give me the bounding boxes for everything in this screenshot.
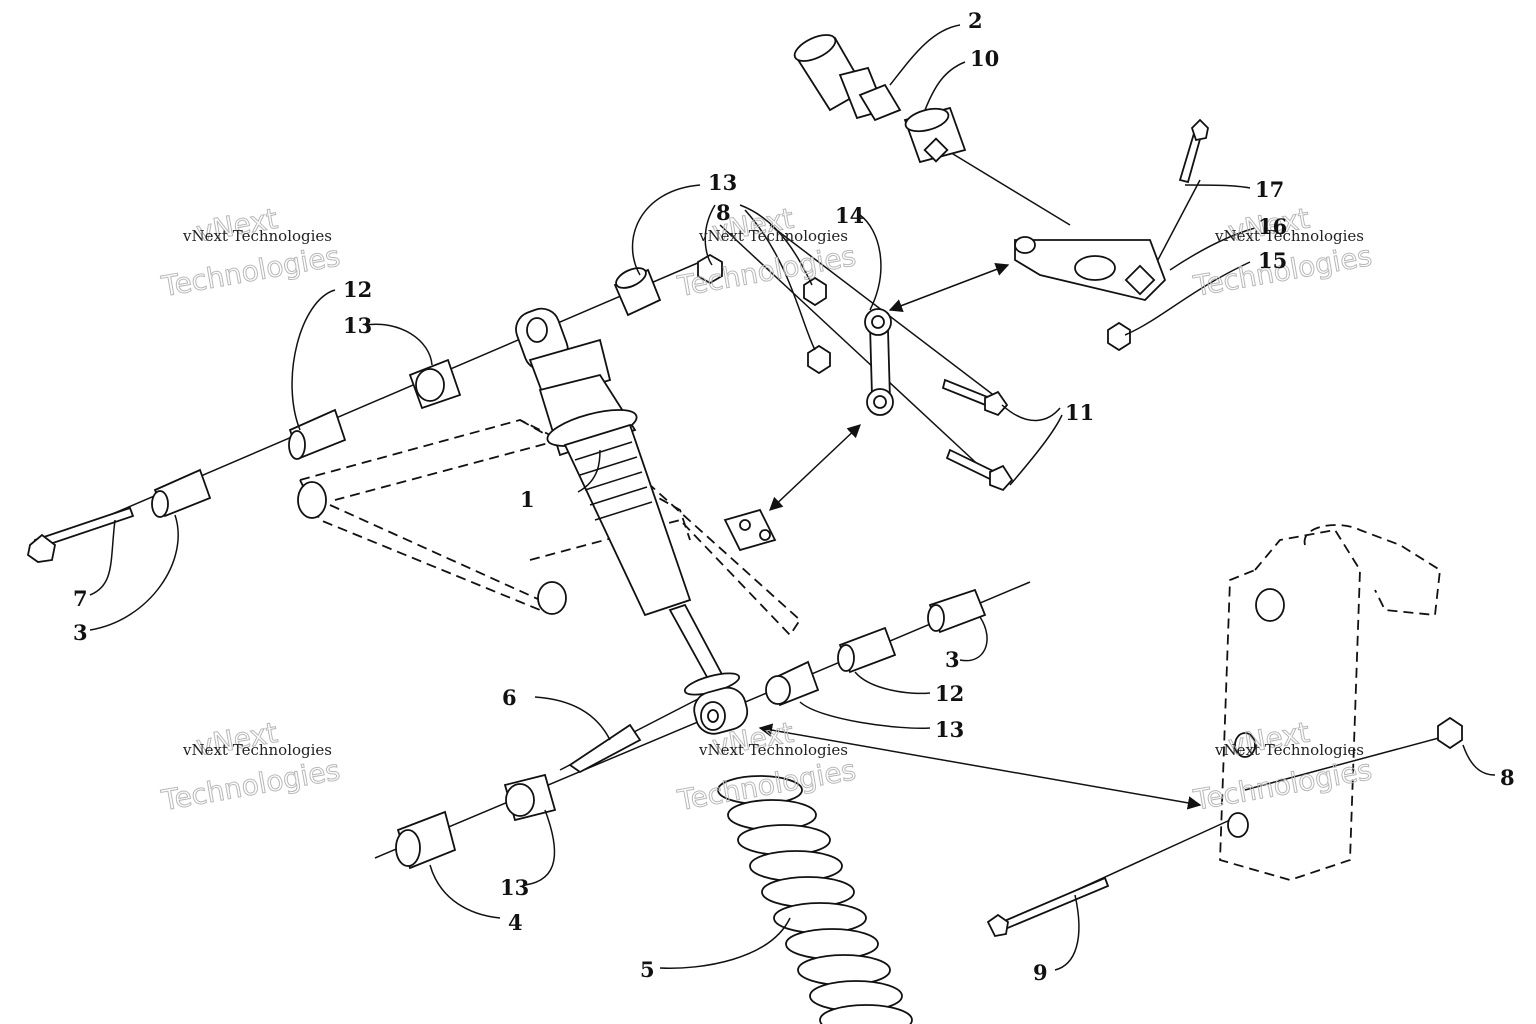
- arrows: [758, 263, 1202, 810]
- label-11: 11: [1065, 400, 1094, 425]
- label-2: 2: [968, 8, 983, 33]
- rocker-arm: [1014, 236, 1167, 301]
- label-15: 15: [1258, 248, 1287, 273]
- label-4: 4: [508, 910, 523, 935]
- svg-text:vNext Technologies: vNext Technologies: [698, 227, 848, 245]
- frame-bracket-phantom: [1219, 524, 1441, 881]
- swing-arm-phantom: [297, 419, 802, 637]
- label-8-right: 8: [1500, 765, 1515, 790]
- nuts: [697, 253, 1463, 750]
- label-13-left: 13: [343, 313, 372, 338]
- shock-absorber: [515, 307, 749, 735]
- part-labels: 2 10 13 8 14 17 16 15 12 13 11 1 7 3 3 6…: [73, 8, 1515, 985]
- svg-text:Technologies: Technologies: [675, 239, 859, 303]
- svg-text:vNext Technologies: vNext Technologies: [698, 741, 848, 759]
- coil-spring: [717, 775, 913, 1024]
- link-rod: [864, 308, 894, 416]
- label-12-bottom: 12: [935, 681, 964, 706]
- label-13-bottom-right: 13: [935, 717, 964, 742]
- label-12-top: 12: [343, 277, 372, 302]
- label-16: 16: [1258, 214, 1287, 239]
- label-3-right: 3: [945, 647, 960, 672]
- label-13-top: 13: [708, 170, 737, 195]
- spring-lock-ring: [568, 723, 642, 774]
- top-bushing-assembly: [793, 34, 967, 164]
- label-3-left: 3: [73, 620, 88, 645]
- label-5: 5: [640, 957, 655, 982]
- label-1: 1: [520, 487, 535, 512]
- label-9: 9: [1033, 960, 1048, 985]
- svg-text:vNext Technologies: vNext Technologies: [1214, 741, 1364, 759]
- arrow-shock-to-frame: [758, 723, 1202, 810]
- label-17: 17: [1255, 177, 1284, 202]
- arrow-link-to-arm: [888, 263, 1010, 312]
- svg-text:vNext Technologies: vNext Technologies: [182, 227, 332, 245]
- label-10: 10: [970, 46, 999, 71]
- label-13-bottom-left: 13: [500, 875, 529, 900]
- svg-text:Technologies: Technologies: [1191, 753, 1375, 817]
- bushings: [151, 267, 987, 870]
- svg-text:vNext Technologies: vNext Technologies: [1214, 227, 1364, 245]
- label-7: 7: [73, 586, 88, 611]
- svg-text:Technologies: Technologies: [159, 239, 343, 303]
- bolts: [27, 118, 1209, 938]
- label-6: 6: [502, 685, 517, 710]
- leader-lines: [89, 24, 1496, 971]
- arrow-link-to-bracket: [769, 424, 861, 511]
- svg-text:Technologies: Technologies: [159, 753, 343, 817]
- label-14: 14: [835, 203, 864, 228]
- label-8-top: 8: [716, 200, 731, 225]
- svg-text:vNext Technologies: vNext Technologies: [182, 741, 332, 759]
